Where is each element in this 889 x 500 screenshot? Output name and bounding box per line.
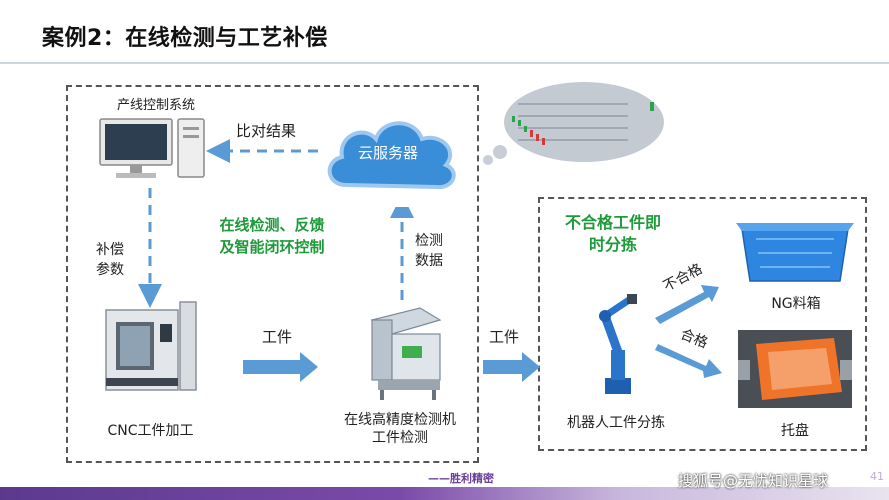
cloud-server-icon bbox=[318, 95, 464, 207]
inspection-machine-label: 在线高精度检测机 工件检测 bbox=[325, 411, 475, 447]
cloud-server-label: 云服务器 bbox=[357, 144, 418, 162]
left-process-box bbox=[66, 85, 479, 463]
workpiece-arrow-2 bbox=[483, 352, 540, 382]
robot-sort-label: 机器人工件分拣 bbox=[567, 415, 665, 431]
detection-data-line-1: 检测 bbox=[415, 233, 443, 249]
detection-data-line-2: 数据 bbox=[415, 253, 443, 269]
footer-tagline: ——胜利精密 bbox=[428, 472, 494, 485]
page-number: 41 bbox=[870, 470, 884, 483]
inspection-machine-line-2: 工件检测 bbox=[372, 430, 428, 446]
workpiece-label-2: 工件 bbox=[489, 328, 520, 346]
inline-feedback-text: 在线检测、反馈 及智能闭环控制 bbox=[192, 214, 352, 258]
production-control-label: 产线控制系统 bbox=[116, 98, 195, 113]
robot-arm-icon bbox=[599, 294, 637, 394]
ng-bin-icon bbox=[736, 223, 854, 282]
inspection-machine-line-1: 在线高精度检测机 bbox=[344, 412, 456, 428]
tray-icon bbox=[738, 330, 852, 408]
cnc-label: CNC工件加工 bbox=[107, 423, 194, 439]
right-sorting-box bbox=[538, 197, 867, 451]
compensation-params-line-1: 补偿 bbox=[96, 242, 124, 258]
slide-title: 案例2：在线检测与工艺补偿 bbox=[42, 26, 328, 51]
detection-data-label: 检测 数据 bbox=[415, 231, 443, 271]
ok-arrow bbox=[655, 344, 722, 378]
ng-bin-label: NG料箱 bbox=[771, 296, 821, 312]
watermark-text: 搜狐号@无忧知识星球 bbox=[678, 472, 829, 490]
unqualified-sort-line-2: 时分拣 bbox=[588, 235, 637, 254]
ng-arrow bbox=[655, 285, 719, 324]
computer-icon bbox=[99, 118, 205, 178]
compare-result-label: 比对结果 bbox=[236, 122, 297, 140]
workpiece-arrow-1 bbox=[243, 352, 318, 382]
footer-bar bbox=[0, 487, 889, 500]
inline-feedback-line-2: 及智能闭环控制 bbox=[219, 238, 325, 256]
inspection-machine-icon bbox=[370, 307, 442, 400]
tray-label: 托盘 bbox=[781, 423, 809, 439]
workpiece-label-1: 工件 bbox=[262, 328, 293, 346]
unqualified-sort-line-1: 不合格工件即 bbox=[564, 213, 661, 232]
unqualified-sort-text: 不合格工件即 时分拣 bbox=[548, 212, 678, 256]
compensation-params-label: 补偿 参数 bbox=[96, 240, 124, 280]
monitoring-chart-bubble bbox=[483, 82, 664, 165]
title-divider bbox=[0, 62, 889, 64]
compensation-params-line-2: 参数 bbox=[96, 262, 124, 278]
inline-feedback-line-1: 在线检测、反馈 bbox=[219, 216, 325, 234]
cnc-machine-icon bbox=[105, 301, 197, 391]
